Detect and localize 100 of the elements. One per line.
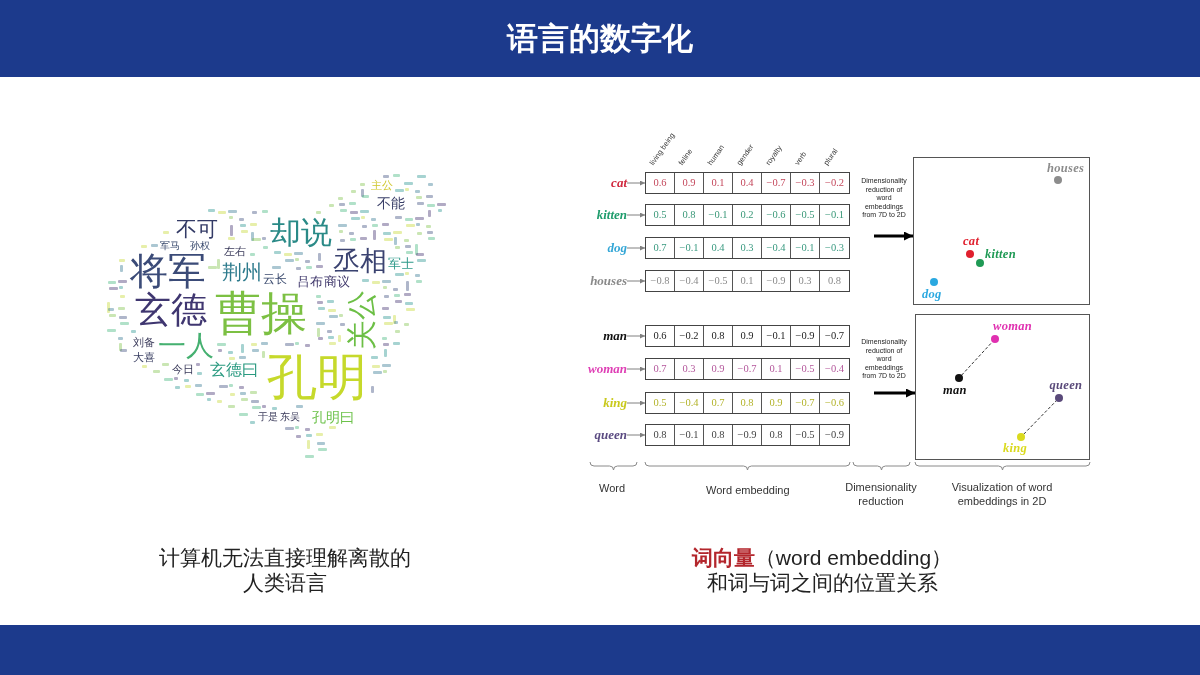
vector-cell-text: −0.3 (823, 241, 845, 255)
vector-cell-text: 0.8 (826, 274, 843, 288)
data-point-icon (1055, 394, 1063, 402)
caption-text: 词向量（word embedding）和词与词之间的位置关系 (690, 545, 954, 595)
word-cloud-word: 主公 (371, 180, 393, 191)
vector-cell-text: −0.7 (823, 329, 845, 343)
word-cloud-word: 今日 (172, 364, 194, 375)
caption-text: 计算机无法直接理解离散的人类语言 (158, 545, 412, 595)
word-cloud-word: 曹操 (215, 290, 307, 336)
embedding-vector (645, 424, 850, 446)
vector-cell: −0.2 (675, 326, 704, 346)
vector-cell: 0.6 (646, 173, 675, 193)
vector-cell: 0.9 (704, 359, 733, 379)
vector-cell: −0.4 (675, 393, 704, 413)
vector-cell: 0.9 (675, 173, 704, 193)
brace-label: Visualization of word embeddings in 2D (950, 480, 1054, 508)
word-cloud-word: 东吴 (280, 412, 300, 422)
embedding-vector (645, 172, 850, 194)
vector-cell: 0.5 (646, 393, 675, 413)
vector-cell: 0.6 (646, 326, 675, 346)
word-cloud-word: 一人 (158, 332, 214, 360)
vector-cell: 0.8 (704, 326, 733, 346)
arrow (874, 231, 913, 241)
vector-cell: 0.3 (733, 238, 762, 258)
point-label: cat (963, 235, 980, 248)
point-label: kitten (985, 248, 1016, 261)
word-cloud-word: 商议 (324, 275, 350, 288)
word-label: kitten (596, 207, 627, 223)
vector-cell-text: −0.6 (823, 396, 845, 410)
arrow (626, 366, 646, 372)
word-label: houses (590, 273, 627, 289)
vector-cell: 0.7 (646, 238, 675, 258)
vector-cell: 0.3 (791, 271, 820, 291)
word-cloud-word: 孙权 (190, 241, 210, 251)
word-cloud-word: 刘备 (133, 337, 155, 348)
vector-cell: 0.9 (762, 393, 791, 413)
vector-cell: 0.9 (733, 326, 762, 346)
arrow (626, 333, 646, 339)
word-cloud-word: 玄德曰 (210, 362, 258, 378)
embedding-vector (645, 204, 850, 226)
word-label: woman (588, 361, 627, 377)
vector-cell: −0.9 (733, 425, 762, 445)
point-label: woman (993, 320, 1032, 333)
vector-cell: −0.1 (791, 238, 820, 258)
point-label: dog (922, 288, 942, 301)
embedding-vector (645, 325, 850, 347)
embedding-vector (645, 358, 850, 380)
data-point-icon (966, 250, 974, 258)
vector-cell: −0.4 (762, 238, 791, 258)
word-cloud-word: 孔明曰 (312, 410, 354, 424)
word-cloud-word: 军马 (160, 241, 180, 251)
data-point-icon (1017, 433, 1025, 441)
arrow (626, 278, 646, 284)
vector-cell: −0.5 (704, 271, 733, 291)
word-cloud-word: 丞相 (333, 247, 387, 274)
vector-cell: 0.1 (762, 359, 791, 379)
data-point-icon (976, 259, 984, 267)
data-point-icon (1054, 176, 1062, 184)
vector-cell: 0.8 (675, 205, 704, 225)
word-cloud-word: 荆州 (222, 262, 262, 282)
vector-cell: −0.4 (675, 271, 704, 291)
connector-line (1023, 400, 1057, 435)
arrow (626, 400, 646, 406)
word-label: cat (611, 175, 627, 191)
word-cloud-word: 于是 (258, 412, 278, 422)
word-cloud-word: 左右 (224, 246, 246, 257)
vector-cell: −0.5 (791, 205, 820, 225)
vector-cell: 0.8 (733, 393, 762, 413)
vector-cell: −0.1 (762, 326, 791, 346)
embedding-vector (645, 392, 850, 414)
arrow (626, 180, 646, 186)
vector-cell: −0.1 (675, 425, 704, 445)
vector-cell: 0.8 (646, 425, 675, 445)
word-label: king (603, 395, 627, 411)
vector-cell: 0.7 (704, 393, 733, 413)
vector-cell: 0.5 (646, 205, 675, 225)
vector-cell: −0.1 (675, 238, 704, 258)
vector-cell: −0.1 (704, 205, 733, 225)
word-cloud-word: 关公 (347, 290, 377, 350)
word-cloud-word: 将军 (130, 252, 206, 290)
vector-cell: −0.5 (791, 359, 820, 379)
point-label: man (943, 384, 967, 397)
vector-cell: −0.3 (791, 173, 820, 193)
arrow (626, 432, 646, 438)
point-label: queen (1049, 379, 1083, 392)
word-cloud-word: 吕布 (297, 275, 323, 288)
vector-cell: 0.8 (762, 425, 791, 445)
connector-line (961, 341, 993, 376)
vector-cell: 0.4 (704, 238, 733, 258)
data-point-icon (930, 278, 938, 286)
word-cloud-word: 大喜 (133, 352, 155, 363)
vector-cell: −0.7 (733, 359, 762, 379)
slide-title: 语言的数字化 (507, 20, 693, 58)
vector-cell: −0.9 (791, 326, 820, 346)
word-label: queen (594, 427, 627, 443)
vector-cell-text: −0.1 (823, 208, 845, 222)
brace-label: Word (599, 481, 626, 495)
vector-cell: 0.1 (733, 271, 762, 291)
vector-cell: 0.2 (733, 205, 762, 225)
arrow (626, 212, 646, 218)
